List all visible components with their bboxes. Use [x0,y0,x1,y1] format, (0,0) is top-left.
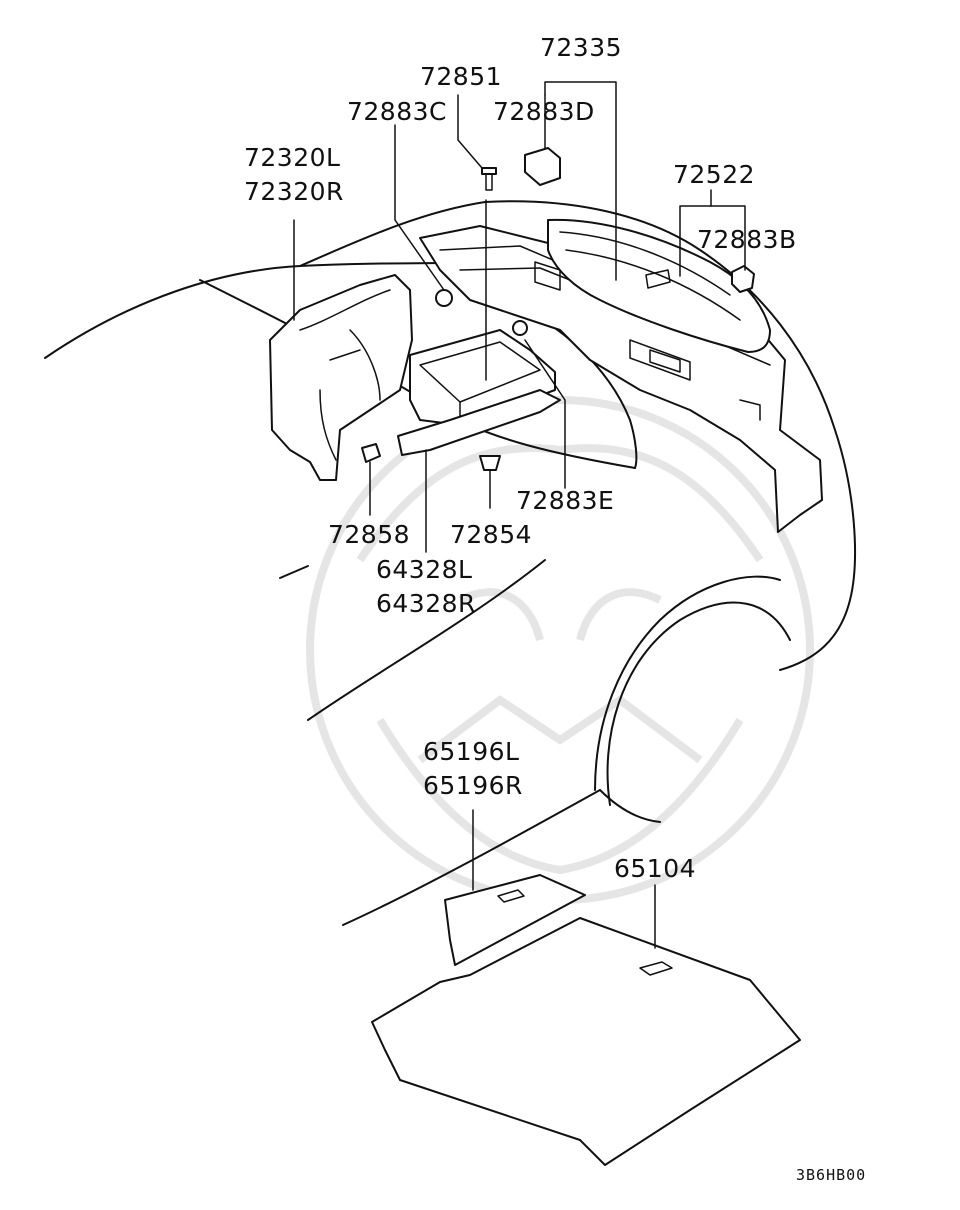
label-64328R: 64328R [376,589,476,618]
side-trim-panel [269,274,413,481]
part-labels: 72335 72851 72883C 72883D 72320L 72320R … [244,33,866,1184]
clip-72883E [512,320,528,336]
label-72320L: 72320L [244,143,340,172]
label-72335: 72335 [540,33,622,62]
floor-mat [371,917,801,1166]
label-72320R: 72320R [244,177,344,206]
clip-72883B [731,265,755,293]
label-72522: 72522 [673,160,755,189]
clip-72854 [479,455,501,471]
clip-72858 [361,443,381,463]
corner-mat [444,874,586,966]
label-64328L: 64328L [376,555,472,584]
clip-72883C [435,289,453,307]
clip-72883D [524,147,561,186]
label-72883E: 72883E [516,486,614,515]
label-65104: 65104 [614,854,696,883]
label-72854: 72854 [450,520,532,549]
watermark-emblem-icon [306,396,814,904]
label-72858: 72858 [328,520,410,549]
label-72883B: 72883B [697,225,797,254]
label-65196R: 65196R [423,771,523,800]
label-72851: 72851 [420,62,502,91]
trunk-lid-panel [547,218,771,353]
sill-plate [397,389,561,456]
leader-lines [293,81,746,949]
label-65196L: 65196L [423,737,519,766]
label-72883D: 72883D [493,97,595,126]
label-72883C: 72883C [347,97,447,126]
screw-72851 [481,167,497,191]
diagram-code: 3B6HB00 [796,1166,866,1184]
